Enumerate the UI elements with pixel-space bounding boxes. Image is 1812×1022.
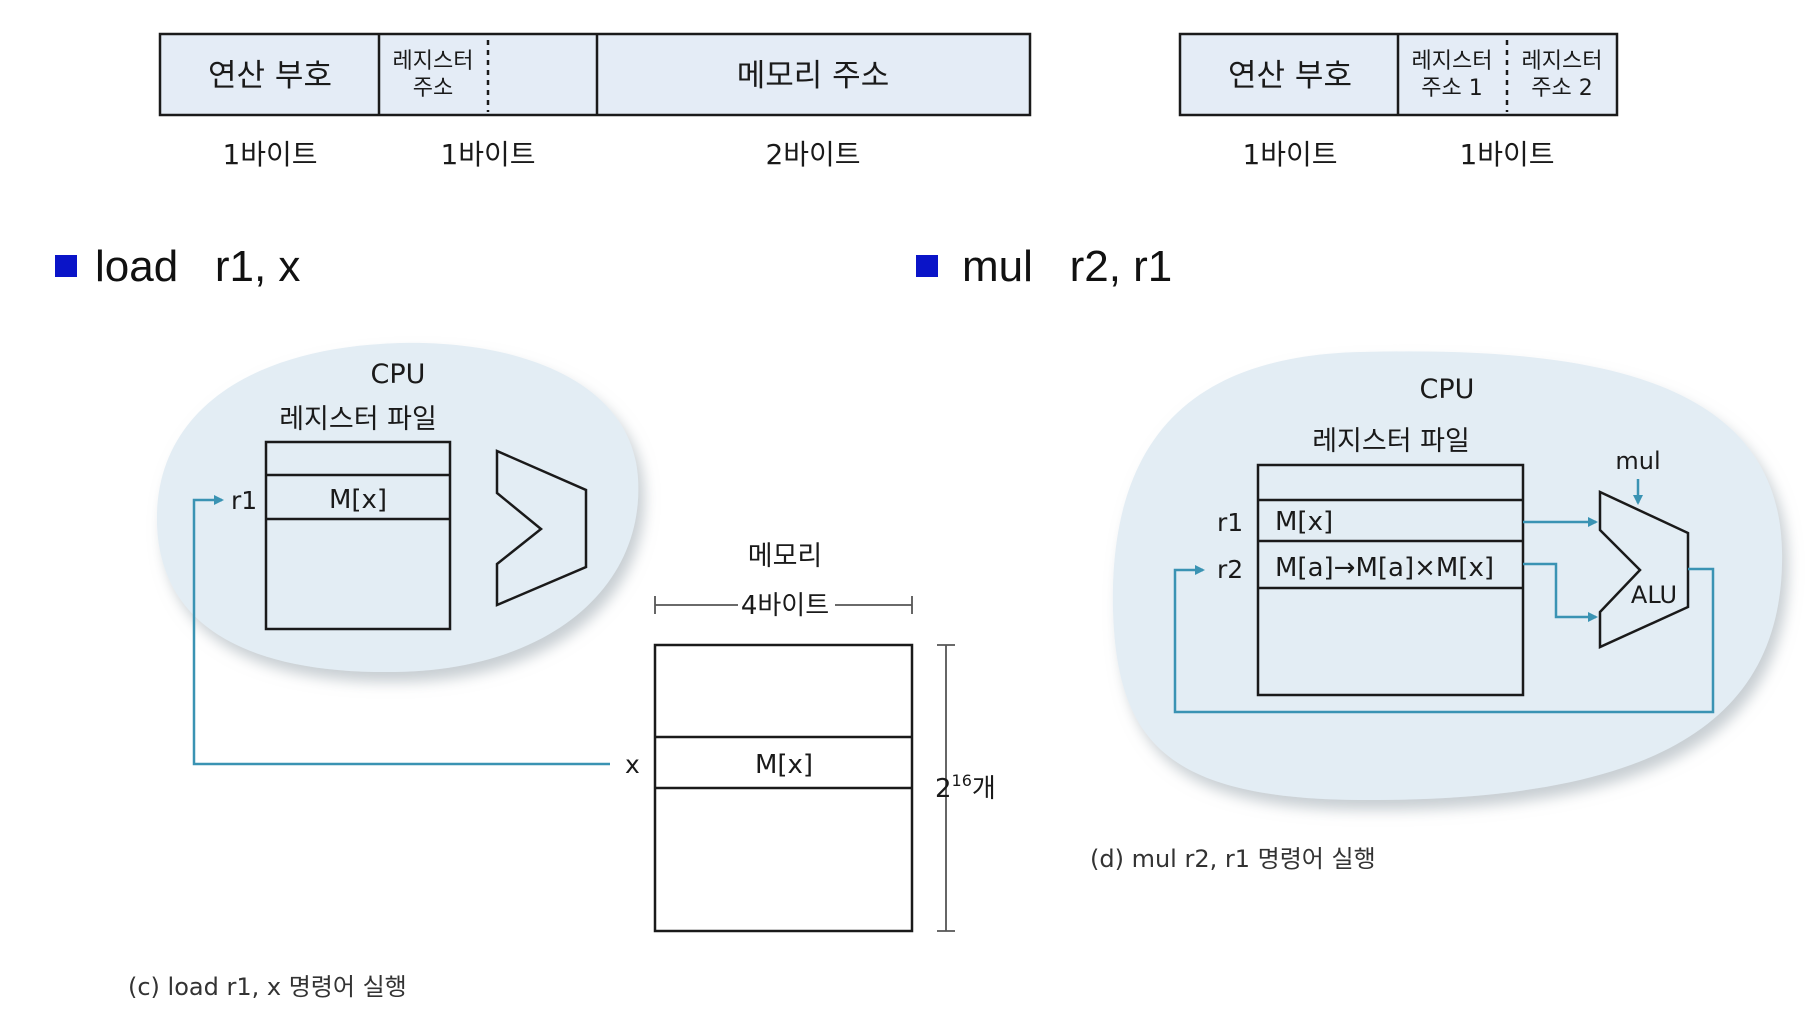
memory-width-label: 4바이트 [741, 591, 829, 621]
height-dimension [937, 644, 955, 932]
r2-to-alu-arrow [1523, 562, 1598, 622]
format-right-reg1-line1: 레지스터 [1412, 49, 1493, 74]
memory-count-exponent: 16 [952, 771, 972, 790]
alu-label: ALU [1631, 581, 1677, 609]
format-left-size-mem: 2바이트 [765, 138, 860, 171]
format-right-reg2-line1: 레지스터 [1522, 49, 1603, 74]
format-right-reg1-line2: 주소 1 [1421, 76, 1482, 101]
instruction-mul: mul r2, r1 [962, 242, 1173, 291]
regfile-label-d: 레지스터 파일 [1312, 426, 1470, 457]
alu-shape-d [1598, 490, 1690, 649]
memory-value: M[x] [755, 750, 813, 780]
r1-value-c: M[x] [329, 485, 387, 515]
format-left-mem-addr: 메모리 주소 [737, 58, 889, 94]
memory-count-base: 2 [935, 774, 952, 804]
cpu-label-c: CPU [371, 359, 426, 390]
instruction-format-right: 연산 부호 레지스터 주소 1 레지스터 주소 2 1바이트 1바이트 [1178, 32, 1619, 171]
load-path-arrow [192, 495, 610, 766]
diagram-mul: CPU 레지스터 파일 M[x] M[a]→M[a]×M[x] r1 r2 AL… [1090, 351, 1783, 873]
x-label: x [625, 750, 640, 779]
memory-count: 216개 [935, 771, 996, 804]
format-left-box [158, 32, 1032, 117]
memory-label: 메모리 [748, 541, 823, 572]
bullet-icon-left [55, 255, 77, 277]
r2-label-d: r2 [1217, 555, 1243, 584]
format-left-size-opcode: 1바이트 [222, 138, 317, 171]
format-right-size-regs: 1바이트 [1459, 138, 1554, 171]
format-right-opcode: 연산 부호 [1228, 58, 1352, 94]
register-file-c [264, 440, 452, 631]
instruction-load: load r1, x [95, 242, 301, 291]
format-left-opcode: 연산 부호 [208, 58, 332, 94]
caption-d: (d) mul r2, r1 명령어 실행 [1090, 845, 1376, 873]
bullet-icon-right [916, 255, 938, 277]
cpu-label-d: CPU [1420, 374, 1475, 405]
regfile-label-c: 레지스터 파일 [279, 404, 437, 435]
r1-label-d: r1 [1217, 508, 1243, 537]
r2-value-d: M[a]→M[a]×M[x] [1275, 553, 1494, 583]
cpu-cloud-c [156, 342, 639, 673]
width-dimension [654, 596, 913, 614]
format-left-reg-addr-line2: 주소 [413, 76, 453, 101]
cpu-cloud-d [1112, 351, 1783, 800]
memory-count-unit: 개 [972, 774, 996, 804]
r1-label-c: r1 [231, 486, 257, 515]
instruction-format-left: 연산 부호 레지스터 주소 메모리 주소 1바이트 1바이트 2바이트 [158, 32, 1032, 171]
mul-op-label: mul [1615, 447, 1660, 475]
register-file-d [1256, 463, 1525, 697]
r1-value-d: M[x] [1275, 507, 1333, 537]
format-right-reg2-line2: 주소 2 [1531, 76, 1592, 101]
alu-shape-c [495, 449, 588, 607]
diagram-load: CPU 레지스터 파일 M[x] r1 x 메모리 4바이트 M[x] 216개 [128, 342, 996, 1001]
caption-c: (c) load r1, x 명령어 실행 [128, 973, 407, 1001]
format-left-reg-addr-line1: 레지스터 [393, 49, 474, 74]
alu-result-arrow [1173, 565, 1715, 714]
format-left-size-reg: 1바이트 [440, 138, 535, 171]
format-right-size-opcode: 1바이트 [1242, 138, 1337, 171]
